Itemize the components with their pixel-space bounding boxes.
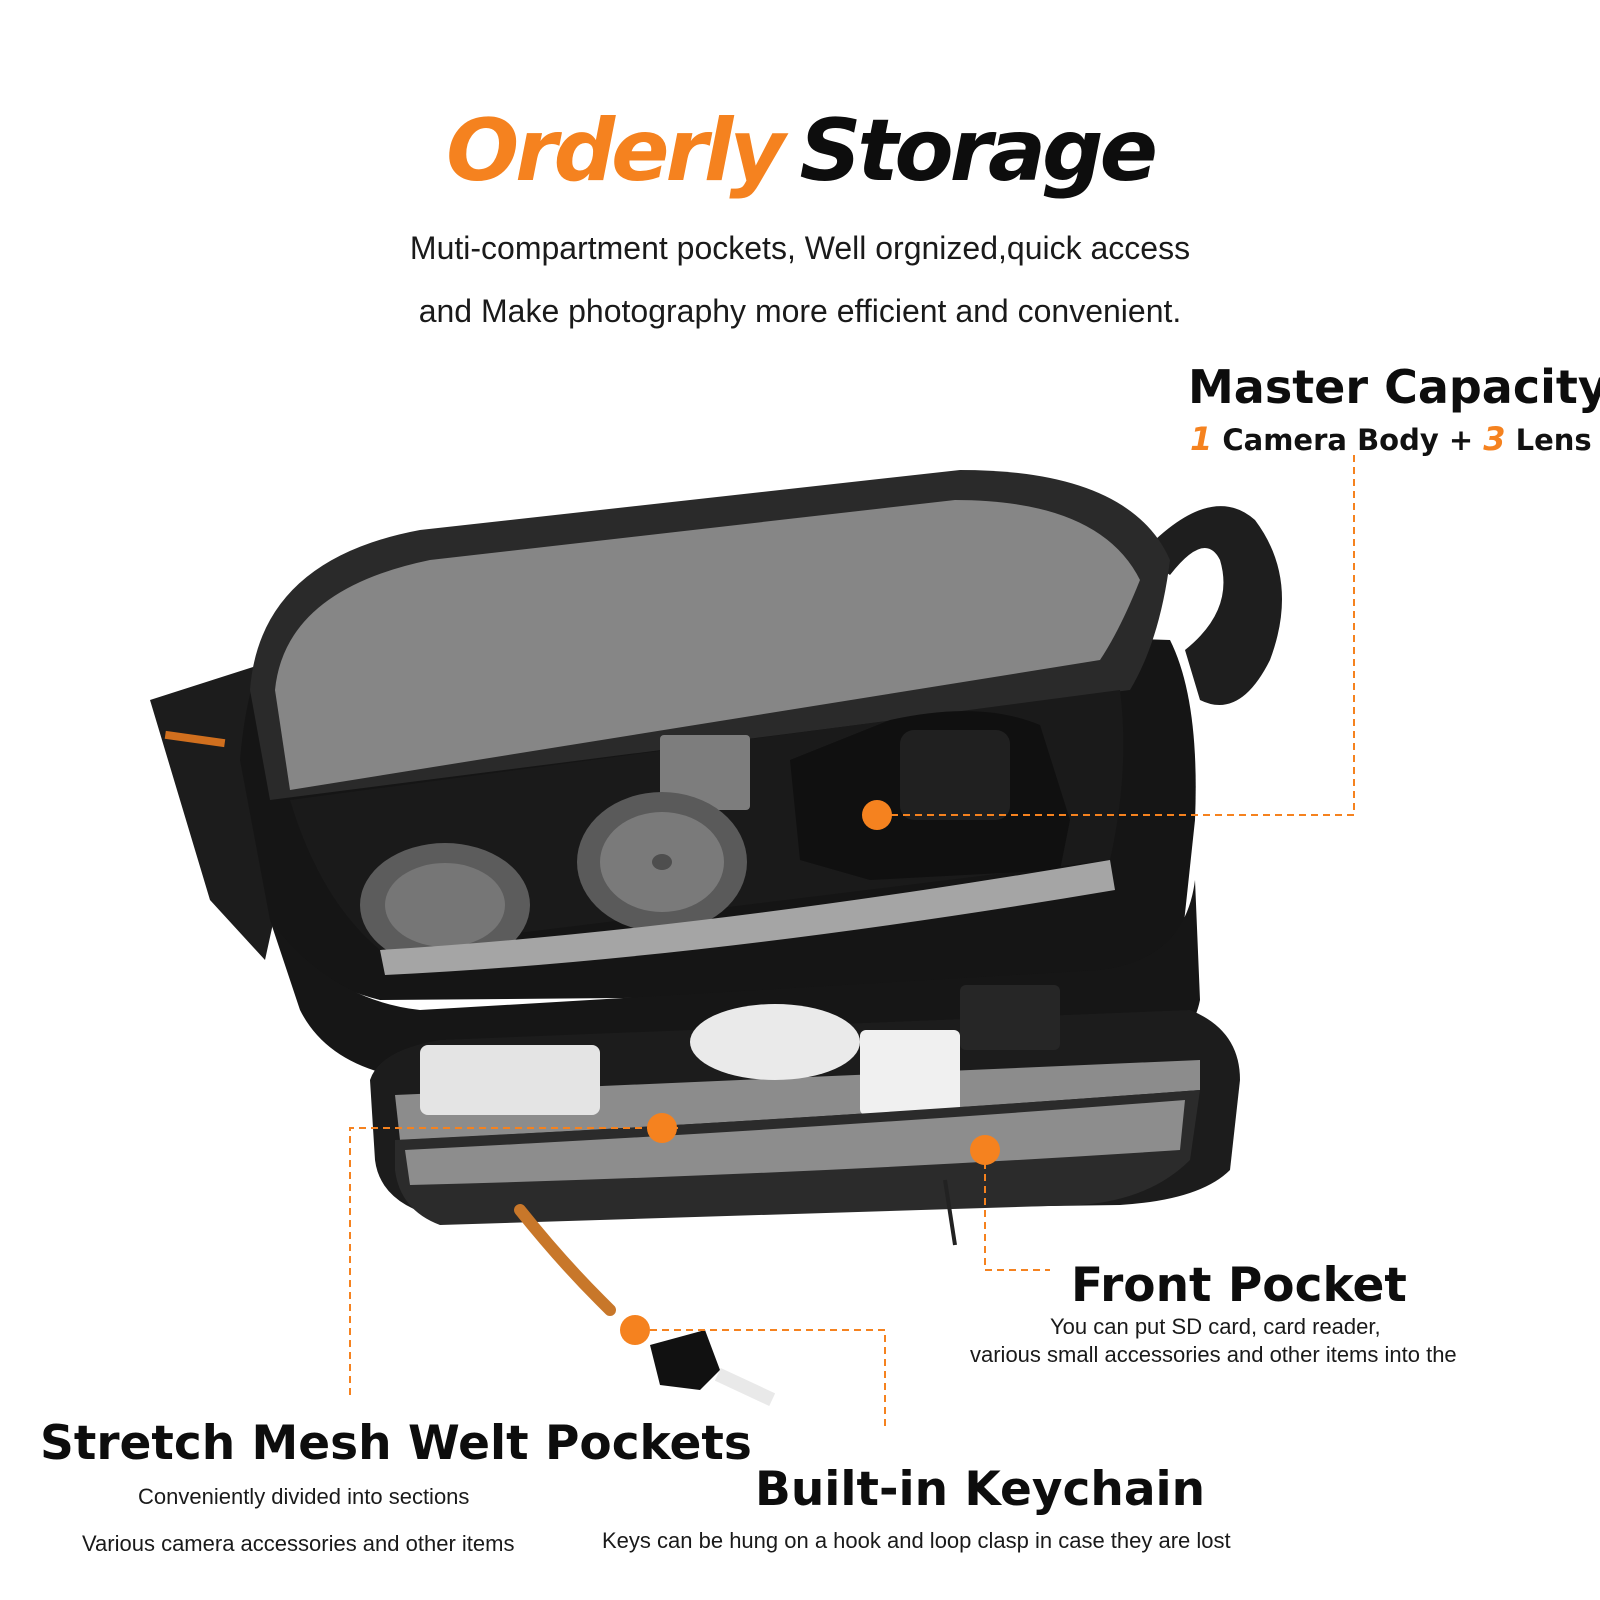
keychain-title: Built-in Keychain [755, 1462, 1206, 1517]
camera-body-count: 1 [1190, 420, 1213, 458]
lens-label: Lens [1505, 423, 1592, 457]
headline-word-storage: Storage [799, 101, 1157, 201]
lens-count: 3 [1483, 420, 1506, 458]
keychain-desc: Keys can be hung on a hook and loop clas… [602, 1528, 1231, 1553]
front-pocket-title: Front Pocket [1071, 1258, 1407, 1313]
subtitle-line-2: and Make photography more efficient and … [418, 293, 1182, 329]
mesh-pockets-desc-2: Various camera accessories and other ite… [82, 1531, 515, 1556]
headline-word-orderly: Orderly [446, 101, 785, 201]
camera-body-label: Camera Body + [1212, 423, 1484, 457]
mesh-pockets-desc-1: Conveniently divided into sections [138, 1484, 470, 1509]
master-capacity-detail: 1 Camera Body + 3 Lens [1190, 420, 1592, 458]
mesh-pockets-title: Stretch Mesh Welt Pockets [40, 1416, 752, 1471]
master-capacity-title: Master Capacity [1188, 360, 1600, 414]
subtitle-line-1: Muti-compartment pockets, Well orgnized,… [409, 230, 1191, 266]
front-pocket-desc-1: You can put SD card, card reader, [1050, 1314, 1381, 1339]
front-pocket-desc-2: various small accessories and other item… [970, 1342, 1457, 1367]
